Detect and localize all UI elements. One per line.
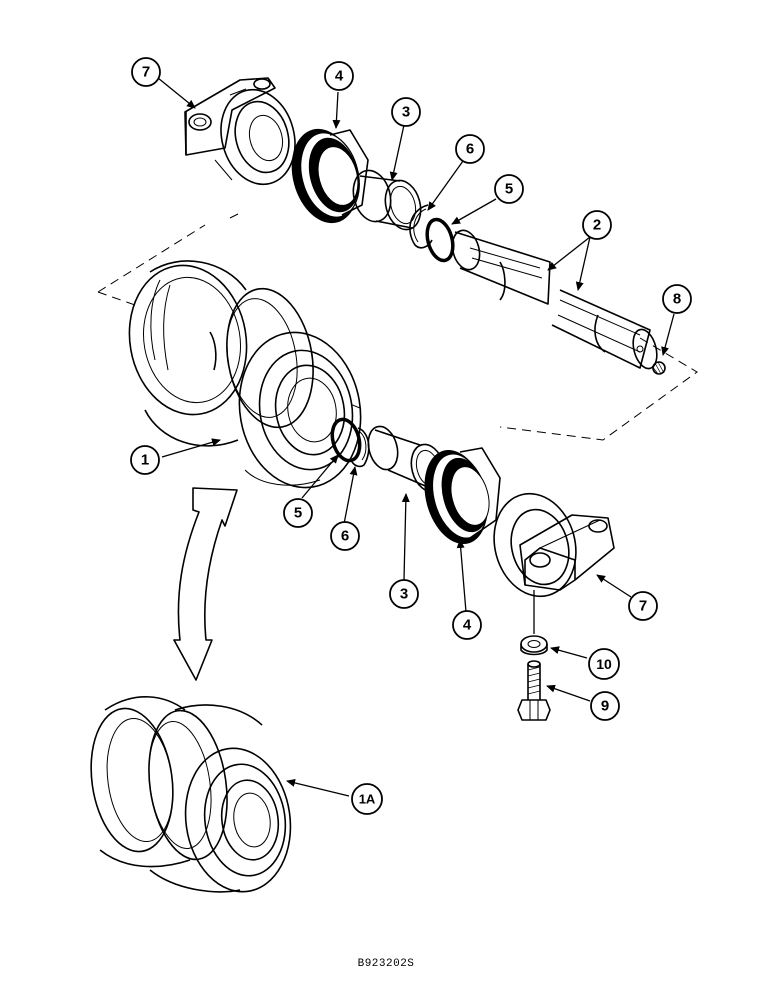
callout-3-top: 3 bbox=[391, 97, 421, 127]
callout-label: 1A bbox=[359, 792, 376, 807]
assembly-dashed-outline bbox=[97, 213, 698, 441]
callout-2: 2 bbox=[582, 210, 612, 240]
callout-7-top: 7 bbox=[131, 57, 161, 87]
plug-part bbox=[651, 361, 666, 375]
callout-1: 1 bbox=[130, 445, 160, 475]
callout-1a: 1A bbox=[351, 783, 383, 815]
bracket-top-part bbox=[184, 77, 296, 186]
callout-label: 6 bbox=[466, 141, 474, 158]
callout-5-top: 5 bbox=[494, 174, 524, 204]
callout-8: 8 bbox=[662, 284, 692, 314]
figure-code: B923202S bbox=[357, 958, 415, 970]
seal-bottom-part bbox=[424, 447, 501, 545]
callout-label: 3 bbox=[402, 104, 410, 121]
callout-label: 7 bbox=[142, 64, 150, 81]
callout-label: 4 bbox=[463, 617, 472, 634]
callout-label: 5 bbox=[505, 181, 513, 198]
callout-9: 9 bbox=[590, 691, 620, 721]
callout-label: 5 bbox=[294, 505, 302, 522]
roller-alternate-part bbox=[90, 696, 292, 893]
callout-label: 7 bbox=[639, 598, 647, 615]
callout-4-bottom: 4 bbox=[452, 610, 482, 640]
callout-6-top: 6 bbox=[455, 134, 485, 164]
callout-label: 4 bbox=[335, 68, 344, 85]
callout-6-bottom: 6 bbox=[330, 521, 360, 551]
flip-double-arrow bbox=[173, 487, 238, 681]
snap-ring-bottom-part bbox=[351, 427, 370, 468]
bracket-bottom-part bbox=[493, 492, 615, 598]
leader-lines bbox=[157, 77, 675, 797]
roller-main-part bbox=[128, 260, 362, 489]
callout-label: 10 bbox=[596, 656, 612, 672]
callout-5-bottom: 5 bbox=[283, 498, 313, 528]
seal-top-part bbox=[291, 128, 369, 224]
callout-10: 10 bbox=[588, 648, 620, 680]
callout-label: 1 bbox=[141, 452, 149, 469]
callout-7-bottom: 7 bbox=[628, 591, 658, 621]
callout-label: 3 bbox=[400, 586, 408, 603]
bolt-part bbox=[517, 660, 551, 721]
callout-3-bottom: 3 bbox=[389, 579, 419, 609]
callout-4-top: 4 bbox=[324, 61, 354, 91]
o-ring-top-part bbox=[425, 217, 455, 263]
callout-label: 8 bbox=[673, 291, 681, 308]
o-ring-bottom-part bbox=[330, 417, 362, 463]
washer-part bbox=[520, 635, 548, 656]
callout-label: 6 bbox=[341, 528, 349, 545]
callout-label: 9 bbox=[601, 698, 609, 715]
shaft-part bbox=[451, 229, 658, 370]
callout-label: 2 bbox=[593, 217, 601, 234]
